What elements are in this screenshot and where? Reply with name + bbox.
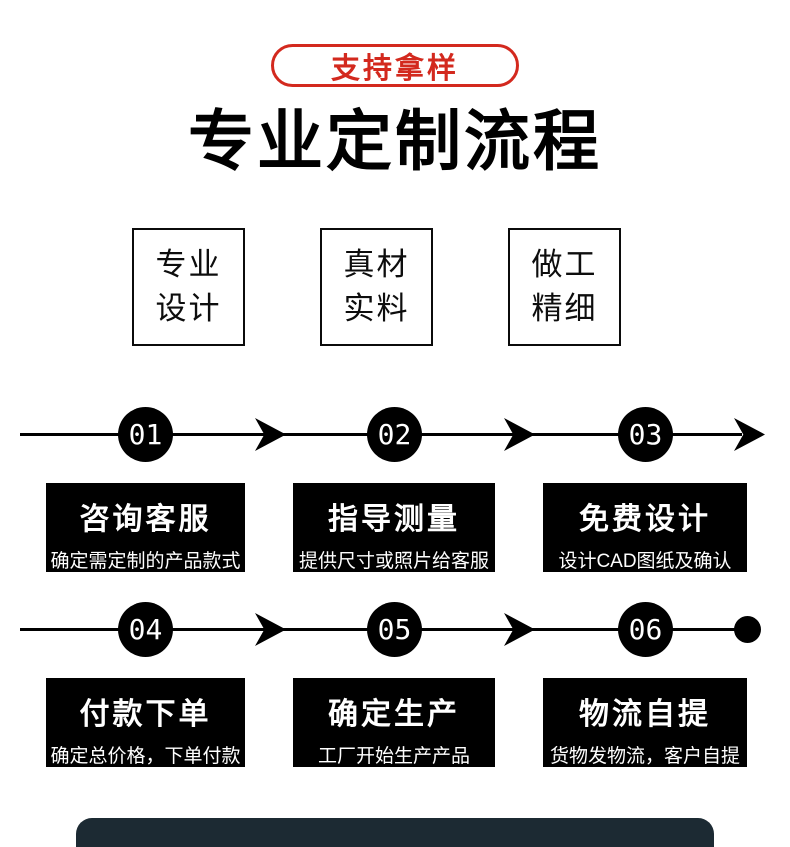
process-steps-row-1: 咨询客服 确定需定制的产品款式 指导测量 提供尺寸或照片给客服 免费设计 设计C… [0, 483, 790, 572]
step-number: 06 [628, 613, 663, 646]
step-description: 确定需定制的产品款式 [50, 551, 241, 572]
sample-support-badge: 支持拿样 [271, 44, 519, 87]
step-description: 设计CAD图纸及确认 [558, 551, 732, 572]
next-section-divider [76, 818, 714, 847]
process-steps-row-2: 付款下单 确定总价格，下单付款 确定生产 工厂开始生产产品 物流自提 货物发物流… [0, 678, 790, 767]
feature-line: 实料 [343, 291, 410, 326]
feature-box-genuine-materials: 真材 实料 [320, 228, 433, 346]
feature-line: 做工 [531, 246, 598, 282]
step-description: 确定总价格，下单付款 [50, 746, 241, 767]
step-title: 指导测量 [328, 503, 460, 536]
step-number-circle-01: 01 [118, 407, 173, 462]
feature-line: 设计 [155, 291, 222, 326]
step-box-confirm-production: 确定生产 工厂开始生产产品 [293, 678, 495, 767]
section-title: 专业定制流程 [188, 104, 602, 178]
step-title: 咨询客服 [79, 503, 212, 536]
feature-line: 专业 [155, 246, 222, 282]
step-number-circle-06: 06 [618, 602, 673, 657]
step-number: 03 [628, 418, 663, 451]
sample-support-badge-label: 支持拿样 [330, 52, 459, 85]
step-box-free-design: 免费设计 设计CAD图纸及确认 [543, 483, 747, 572]
step-box-consult-service: 咨询客服 确定需定制的产品款式 [46, 483, 245, 572]
feature-line: 精细 [531, 291, 598, 326]
step-description: 提供尺寸或照片给客服 [298, 551, 489, 572]
step-title: 免费设计 [579, 503, 711, 536]
step-title: 物流自提 [579, 698, 711, 731]
step-description: 工厂开始生产产品 [317, 746, 470, 767]
step-box-logistics-pickup: 物流自提 货物发物流，客户自提 [543, 678, 747, 767]
step-number-circle-05: 05 [367, 602, 422, 657]
process-timeline-row-2: 04 05 06 [0, 602, 790, 658]
feature-box-professional-design: 专业 设计 [132, 228, 245, 346]
process-timeline-row-1: 01 02 03 [0, 407, 790, 463]
step-number: 01 [128, 418, 163, 451]
step-title: 确定生产 [328, 698, 460, 731]
timeline-end-dot-icon [734, 616, 761, 643]
step-number: 02 [377, 418, 412, 451]
step-number: 05 [377, 613, 412, 646]
step-description: 货物发物流，客户自提 [549, 746, 740, 767]
step-number: 04 [128, 613, 163, 646]
step-number-circle-02: 02 [367, 407, 422, 462]
step-title: 付款下单 [79, 698, 212, 731]
feature-line: 真材 [343, 246, 410, 282]
feature-box-fine-workmanship: 做工 精细 [508, 228, 621, 346]
step-box-guided-measurement: 指导测量 提供尺寸或照片给客服 [293, 483, 495, 572]
step-number-circle-04: 04 [118, 602, 173, 657]
step-box-payment-order: 付款下单 确定总价格，下单付款 [46, 678, 245, 767]
step-number-circle-03: 03 [618, 407, 673, 462]
